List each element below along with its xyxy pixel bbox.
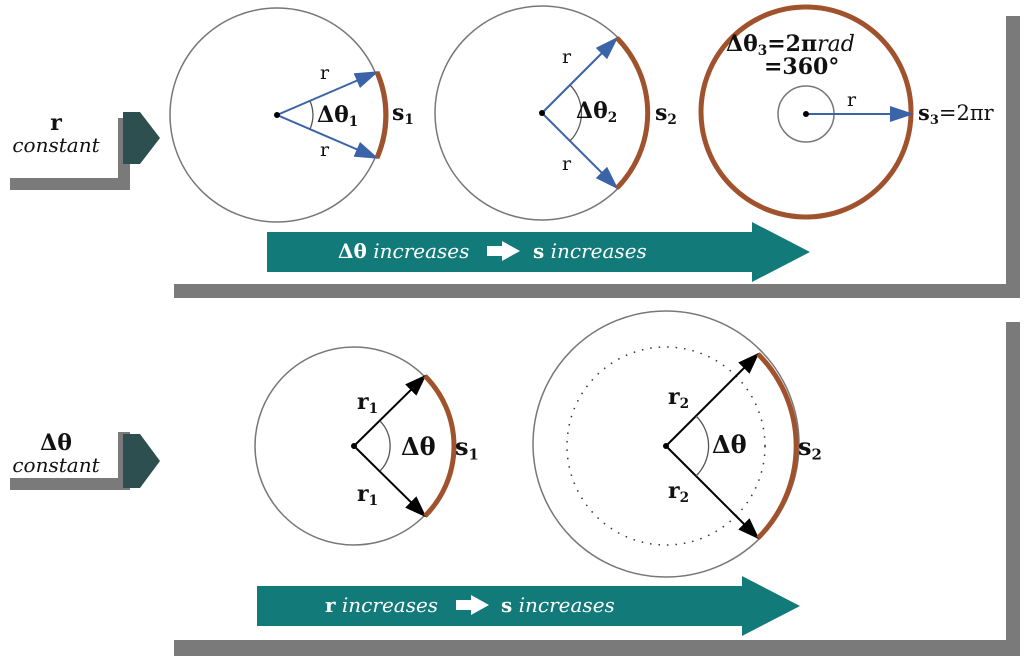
arc-length — [423, 374, 457, 518]
label-r2-upper: r2 — [668, 384, 690, 413]
bottom-circle-1 — [254, 346, 457, 546]
angle-arc — [379, 420, 391, 472]
top-panel — [10, 0, 1020, 298]
radius-vector-lower — [276, 114, 379, 159]
label-angle: Δθ — [712, 430, 747, 459]
radius-vector-lower — [665, 445, 760, 540]
top-side-arrow — [123, 112, 160, 164]
angle-arc — [695, 415, 710, 477]
label-arc-s2: s2 — [655, 100, 677, 129]
top-circle-1 — [169, 7, 389, 223]
angle-arc — [569, 84, 583, 142]
center-point — [351, 443, 357, 449]
top-circle-2 — [434, 5, 651, 221]
dotted-reference-circle — [566, 346, 766, 546]
center-point — [539, 110, 545, 116]
label-r-lower: r — [562, 153, 572, 175]
center-point — [274, 112, 280, 118]
bottom-banner-arrow — [257, 576, 800, 636]
radius-vector-lower — [353, 445, 427, 518]
radius-vector-upper — [665, 352, 760, 447]
bottom-side-tag: Δθ constant — [0, 430, 112, 478]
label-arc-s1: s1 — [392, 100, 414, 129]
angle-arc — [309, 100, 314, 130]
bottom-panel — [10, 306, 1020, 656]
top-side-tag: r constant — [0, 110, 112, 158]
bottom-tag-shadow — [10, 432, 130, 490]
label-r1-lower: r1 — [357, 481, 379, 510]
arc-length — [756, 352, 799, 540]
center-point — [803, 111, 809, 117]
radius-vector-upper — [541, 36, 619, 114]
label-arc-s1: s1 — [455, 432, 479, 464]
top-circle-3 — [698, 4, 914, 220]
top-banner-implies-arrow — [487, 241, 520, 261]
top-banner-left-text: Δθ increases — [338, 239, 470, 263]
label-full-angle: Δθ3=2πrad — [726, 31, 855, 60]
label-r-3: r — [847, 89, 857, 111]
bottom-circle-2 — [532, 310, 800, 578]
top-banner-arrow — [267, 222, 810, 282]
label-r-upper: r — [562, 46, 572, 68]
circle-outline — [532, 310, 800, 578]
label-r-lower: r — [320, 139, 330, 161]
label-arc-s2: s2 — [798, 432, 822, 464]
arc-length — [615, 36, 651, 190]
label-arc-s3: s3=2πr — [918, 100, 994, 128]
side-tag-symbol: r — [50, 110, 62, 136]
label-angle: Δθ — [401, 432, 436, 461]
bottom-banner-left-text: r increases — [325, 593, 439, 617]
label-r1-upper: r1 — [357, 389, 379, 418]
side-tag-word: constant — [12, 453, 100, 478]
top-banner-right-text: s increases — [533, 239, 647, 263]
side-tag-symbol: Δθ — [40, 430, 72, 456]
bottom-banner-implies-arrow — [456, 595, 489, 615]
label-angle-2: Δθ2 — [576, 98, 618, 127]
label-r2-lower: r2 — [668, 478, 690, 507]
radius-vector-upper — [276, 71, 379, 116]
radius-vector-lower — [541, 112, 619, 190]
bottom-banner-right-text: s increases — [501, 593, 615, 617]
arc-length — [374, 70, 389, 160]
label-r-upper: r — [320, 62, 330, 84]
bottom-side-arrow — [123, 434, 160, 488]
top-tag-shadow — [10, 118, 130, 190]
side-tag-word: constant — [12, 133, 100, 158]
center-point — [663, 443, 669, 449]
label-angle-1: Δθ1 — [317, 102, 359, 131]
label-360-degrees: =360° — [764, 54, 840, 80]
radius-vector-upper — [353, 374, 427, 447]
